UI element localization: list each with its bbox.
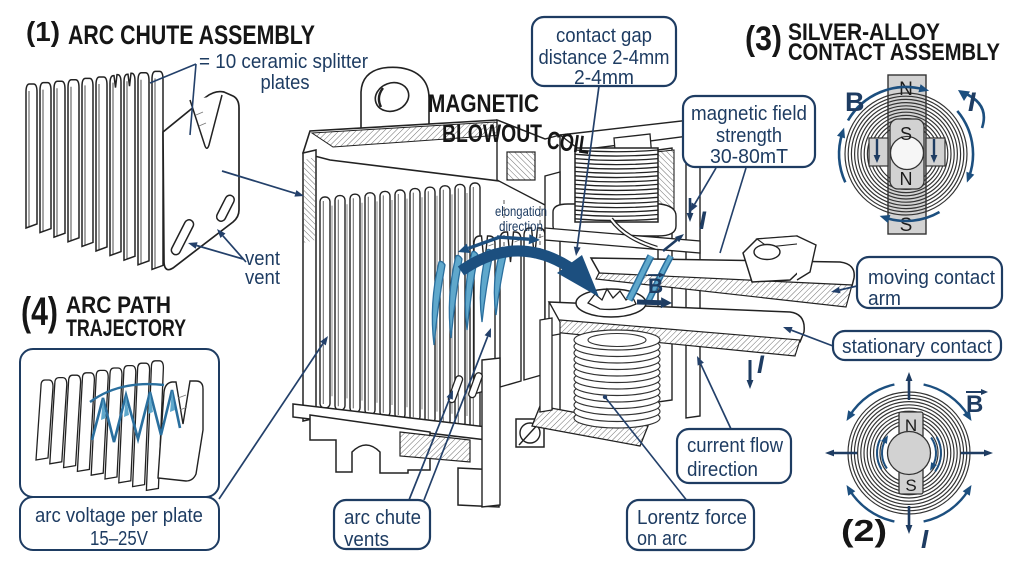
svg-text:elongation: elongation: [495, 203, 547, 219]
svg-text:arm: arm: [868, 288, 901, 310]
svg-text:S: S: [900, 124, 912, 144]
svg-text:magnetic field: magnetic field: [691, 103, 807, 125]
svg-text:strength: strength: [716, 125, 782, 147]
svg-text:CONTACT ASSEMBLY: CONTACT ASSEMBLY: [788, 39, 1000, 66]
svg-text:stationary contact: stationary contact: [842, 336, 992, 358]
svg-text:ARC PATH: ARC PATH: [66, 292, 171, 319]
svg-text:15–25V: 15–25V: [90, 528, 149, 550]
svg-text:B: B: [648, 275, 663, 298]
svg-text:B: B: [966, 391, 983, 418]
svg-text:I: I: [757, 351, 765, 379]
svg-text:on arc: on arc: [637, 528, 687, 550]
svg-text:distance 2-4mm: distance 2-4mm: [539, 47, 670, 69]
svg-text:N: N: [900, 169, 913, 189]
svg-text:(2): (2): [841, 513, 887, 548]
svg-text:vent: vent: [245, 267, 280, 289]
svg-text:I: I: [968, 87, 976, 117]
svg-text:TRAJECTORY: TRAJECTORY: [66, 315, 186, 342]
svg-text:contact gap: contact gap: [556, 25, 652, 47]
svg-text:I: I: [699, 207, 707, 235]
svg-text:plates: plates: [261, 72, 310, 94]
svg-text:COIL: COIL: [545, 126, 591, 160]
svg-text:2-4mm: 2-4mm: [574, 67, 634, 89]
svg-text:vents: vents: [344, 529, 389, 551]
svg-text:(4): (4): [21, 290, 58, 334]
svg-text:I: I: [921, 524, 929, 554]
svg-text:SILVER-ALLOY: SILVER-ALLOY: [788, 19, 940, 46]
svg-text:moving contact: moving contact: [868, 267, 995, 289]
svg-text:arc chute: arc chute: [344, 507, 421, 529]
svg-text:S: S: [900, 215, 913, 236]
svg-text:S: S: [905, 476, 916, 495]
svg-text:30-80mT: 30-80mT: [710, 146, 788, 168]
svg-text:arc voltage per plate: arc voltage per plate: [35, 505, 203, 527]
svg-text:current flow: current flow: [687, 435, 784, 457]
svg-text:Lorentz force: Lorentz force: [637, 507, 747, 529]
svg-text:ARC CHUTE ASSEMBLY: ARC CHUTE ASSEMBLY: [68, 20, 315, 50]
svg-text:direction: direction: [687, 459, 758, 481]
svg-text:BLOWOUT: BLOWOUT: [442, 120, 542, 148]
svg-text:direction: direction: [499, 218, 543, 234]
svg-text:vent: vent: [245, 248, 280, 270]
svg-text:MAGNETIC: MAGNETIC: [428, 90, 539, 118]
svg-text:N: N: [899, 79, 913, 100]
svg-text:(3): (3): [745, 20, 782, 58]
svg-text:= 10 ceramic splitter: = 10 ceramic splitter: [199, 51, 368, 73]
svg-text:B: B: [845, 87, 865, 117]
svg-text:(1): (1): [26, 16, 60, 47]
svg-text:N: N: [905, 416, 917, 435]
